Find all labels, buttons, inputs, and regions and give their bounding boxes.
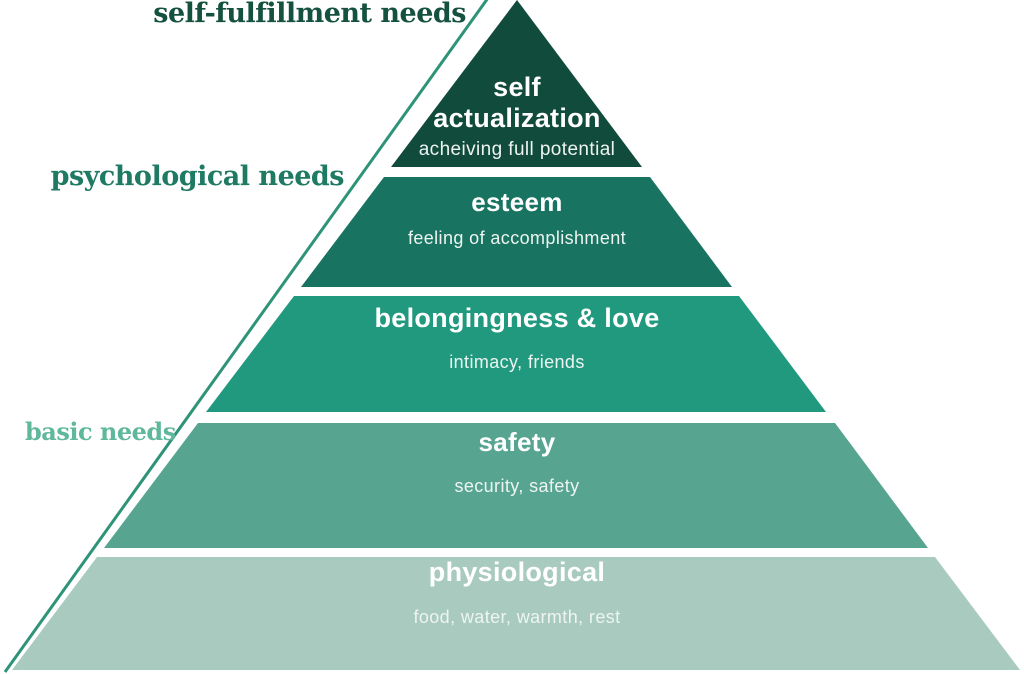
tier-subtitle-physiological: food, water, warmth, rest: [413, 607, 621, 627]
group-label-self-fulfillment-needs: self-fulfillment needs: [153, 0, 466, 29]
tier-subtitle-esteem: feeling of accomplishment: [407, 228, 627, 248]
tier-shape-self-actualization: [391, 0, 642, 167]
tier-subtitle-safety: security, safety: [454, 476, 580, 496]
tier-title-safety: safety: [478, 427, 556, 457]
tier-title-belongingness-love: belongingness & love: [374, 303, 660, 333]
group-label-basic-needs: basic needs: [25, 417, 176, 446]
tier-subtitle-self-actualization: acheiving full potential: [418, 139, 616, 160]
tier-shape-physiological: [12, 557, 1020, 670]
pyramid-left-edge-line: [3, 0, 489, 673]
tier-title-esteem: esteem: [471, 187, 563, 217]
tier-shape-esteem: [301, 177, 732, 287]
tier-shape-belongingness-love: [206, 296, 826, 412]
tier-title-self-actualization: self actualization: [433, 72, 601, 134]
group-label-psychological-needs: psychological needs: [50, 161, 345, 192]
tier-title-physiological: physiological: [428, 557, 606, 587]
tier-shape-safety: [104, 423, 928, 548]
tier-subtitle-belongingness-love: intimacy, friends: [449, 352, 585, 372]
